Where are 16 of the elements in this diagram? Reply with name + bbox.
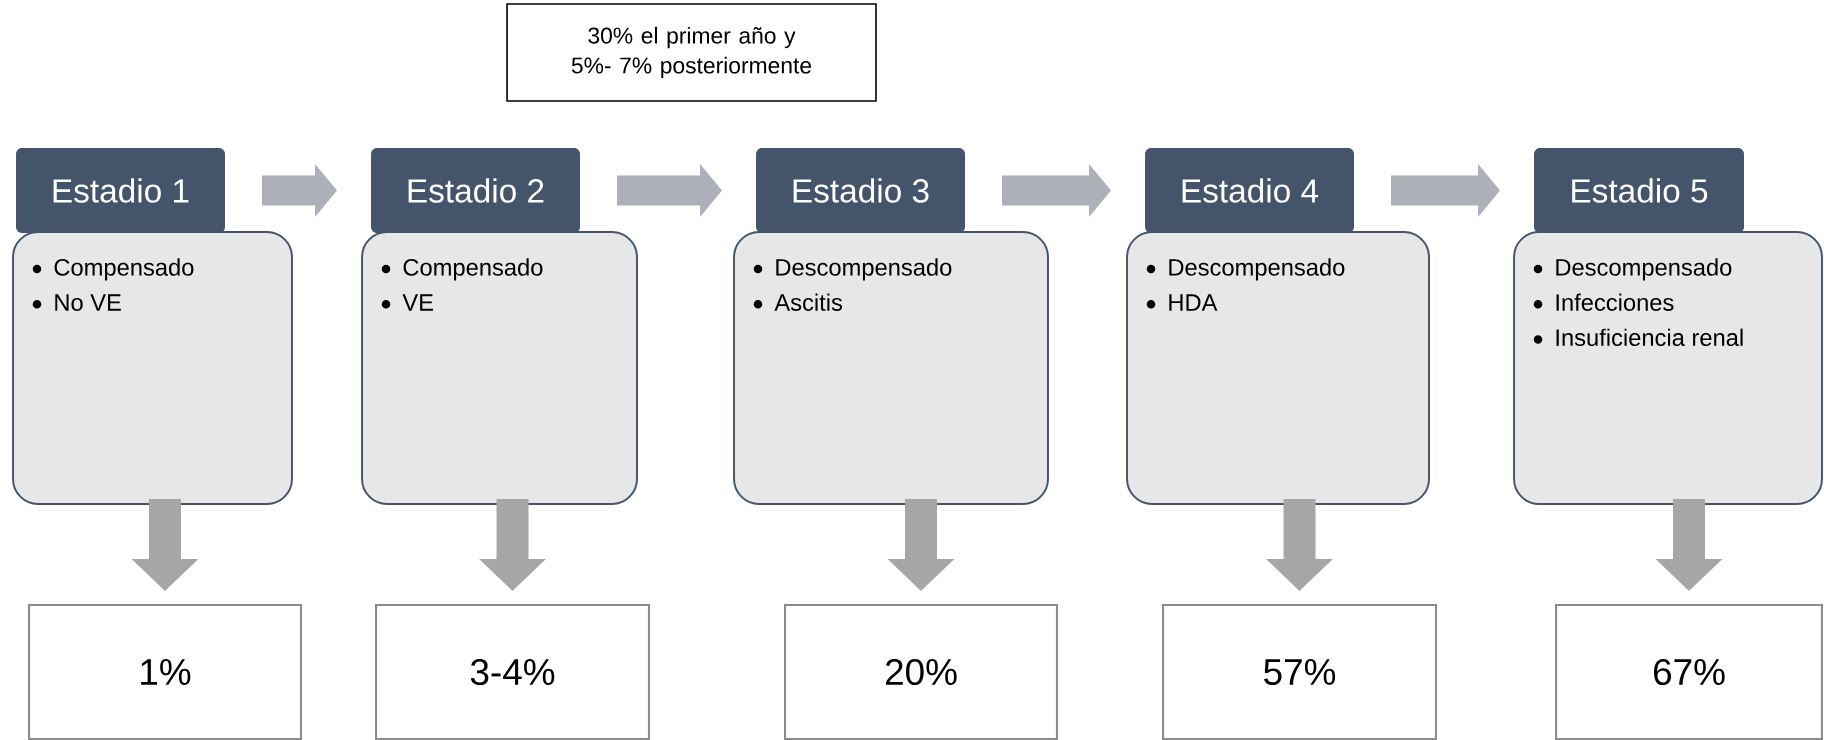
result-box: 20% [784,603,1059,740]
result-box: 3-4% [375,603,651,740]
result-box: 57% [1162,603,1438,740]
result-box: 67% [1555,603,1824,740]
stage-header: Estadio 1 [16,148,225,233]
stage-header: Estadio 3 [756,148,965,233]
stage-card: Descompensado Infecciones Insuficiencia renal [1513,231,1823,505]
result-box: 1% [27,603,303,740]
stage-card: Descompensado HDA [1126,231,1430,505]
note-box: 30% el primer año y 5%- 7% posteriormente [506,3,877,102]
stage-card: Descompensado Ascitis [733,231,1049,505]
stage-header: Estadio 5 [1534,148,1744,233]
stage-card: Compensado VE [361,231,638,505]
stage-card: Compensado No VE [12,231,293,505]
stage-header: Estadio 2 [371,148,580,233]
stage-header: Estadio 4 [1145,148,1354,233]
